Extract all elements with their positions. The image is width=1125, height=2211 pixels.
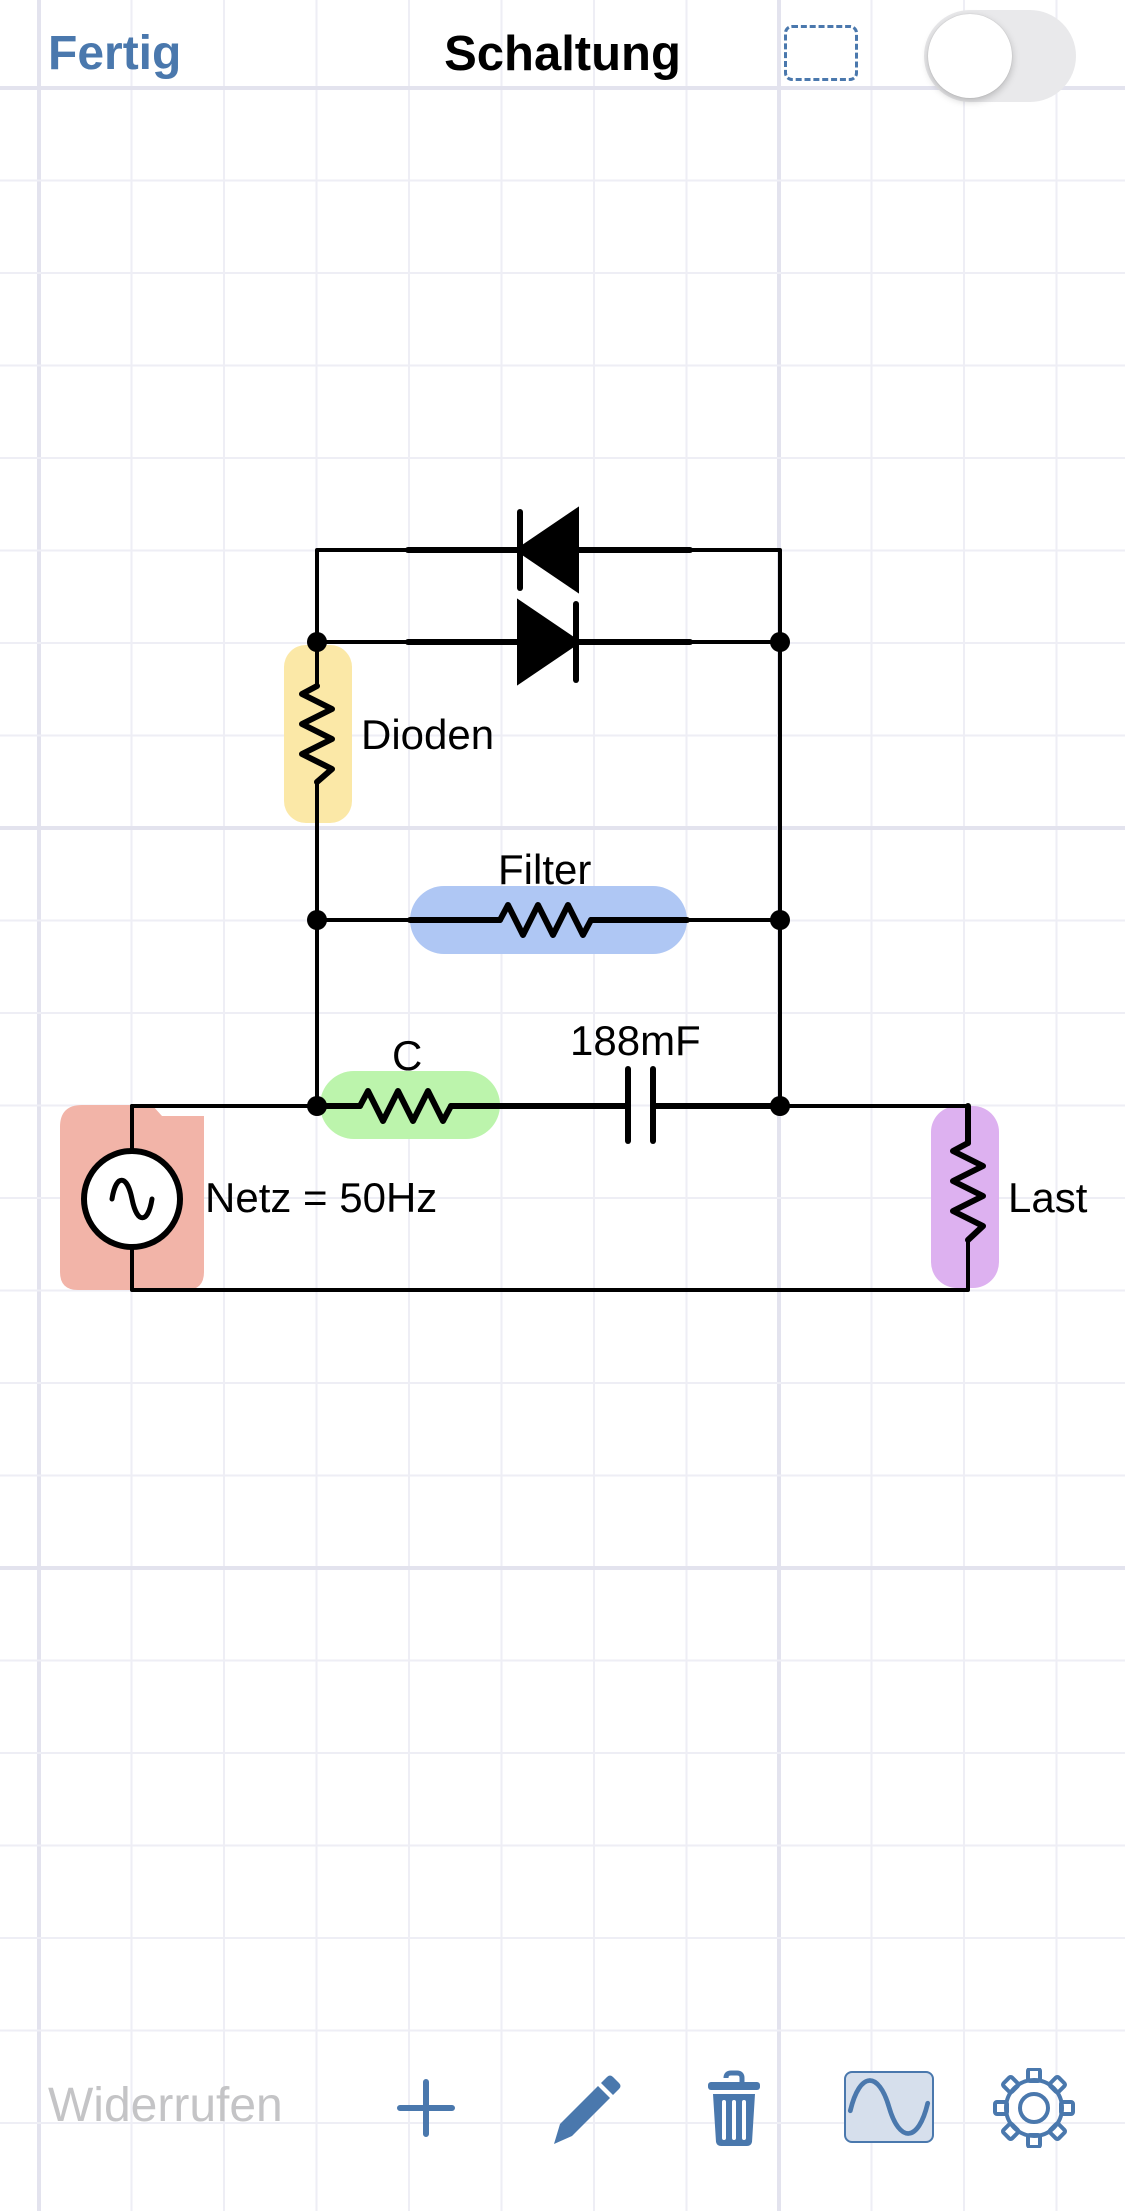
junction-dot bbox=[770, 632, 790, 652]
sine-glyph bbox=[109, 1177, 155, 1221]
junction-dot bbox=[307, 632, 327, 652]
wire bbox=[688, 548, 782, 1108]
source-label: Netz = 50Hz bbox=[205, 1174, 438, 1221]
wire bbox=[315, 548, 410, 644]
waveform-button[interactable] bbox=[844, 2071, 934, 2143]
delete-button[interactable] bbox=[686, 2068, 782, 2148]
toggle-knob bbox=[928, 14, 1012, 98]
filter-label: Filter bbox=[498, 846, 592, 893]
junction-dot bbox=[770, 910, 790, 930]
pencil-icon bbox=[554, 2075, 621, 2144]
junction-dot bbox=[307, 1096, 327, 1116]
edit-button[interactable] bbox=[532, 2068, 628, 2148]
c-highlight[interactable] bbox=[320, 1071, 500, 1139]
add-button[interactable] bbox=[378, 2068, 474, 2148]
capacitor-value-label: 188mF bbox=[570, 1017, 701, 1064]
settings-button[interactable] bbox=[986, 2067, 1082, 2149]
sine-wave-icon bbox=[847, 2078, 931, 2136]
toggle-switch[interactable] bbox=[924, 10, 1076, 102]
c-label: C bbox=[392, 1032, 423, 1079]
load-resistor[interactable] bbox=[950, 1140, 986, 1243]
diode-top[interactable] bbox=[514, 506, 579, 594]
diodes-resistor[interactable] bbox=[299, 683, 335, 785]
junction-dot bbox=[770, 1096, 790, 1116]
plus-icon bbox=[397, 2079, 455, 2137]
gear-icon bbox=[993, 2067, 1075, 2149]
filter-resistor[interactable] bbox=[497, 902, 594, 938]
junction-dot bbox=[307, 910, 327, 930]
selection-icon[interactable] bbox=[784, 25, 858, 81]
wire bbox=[130, 1238, 970, 1292]
undo-button[interactable]: Widerrufen bbox=[48, 2079, 283, 2132]
diodes-label: Dioden bbox=[361, 711, 495, 758]
bottom-toolbar: Widerrufen bbox=[0, 2050, 1125, 2160]
done-button[interactable]: Fertig bbox=[48, 27, 182, 80]
trash-icon bbox=[708, 2070, 760, 2146]
c-resistor[interactable] bbox=[357, 1088, 454, 1124]
load-label: Last bbox=[1008, 1174, 1088, 1221]
load-highlight[interactable] bbox=[931, 1106, 999, 1288]
diode-bottom[interactable] bbox=[517, 598, 582, 686]
